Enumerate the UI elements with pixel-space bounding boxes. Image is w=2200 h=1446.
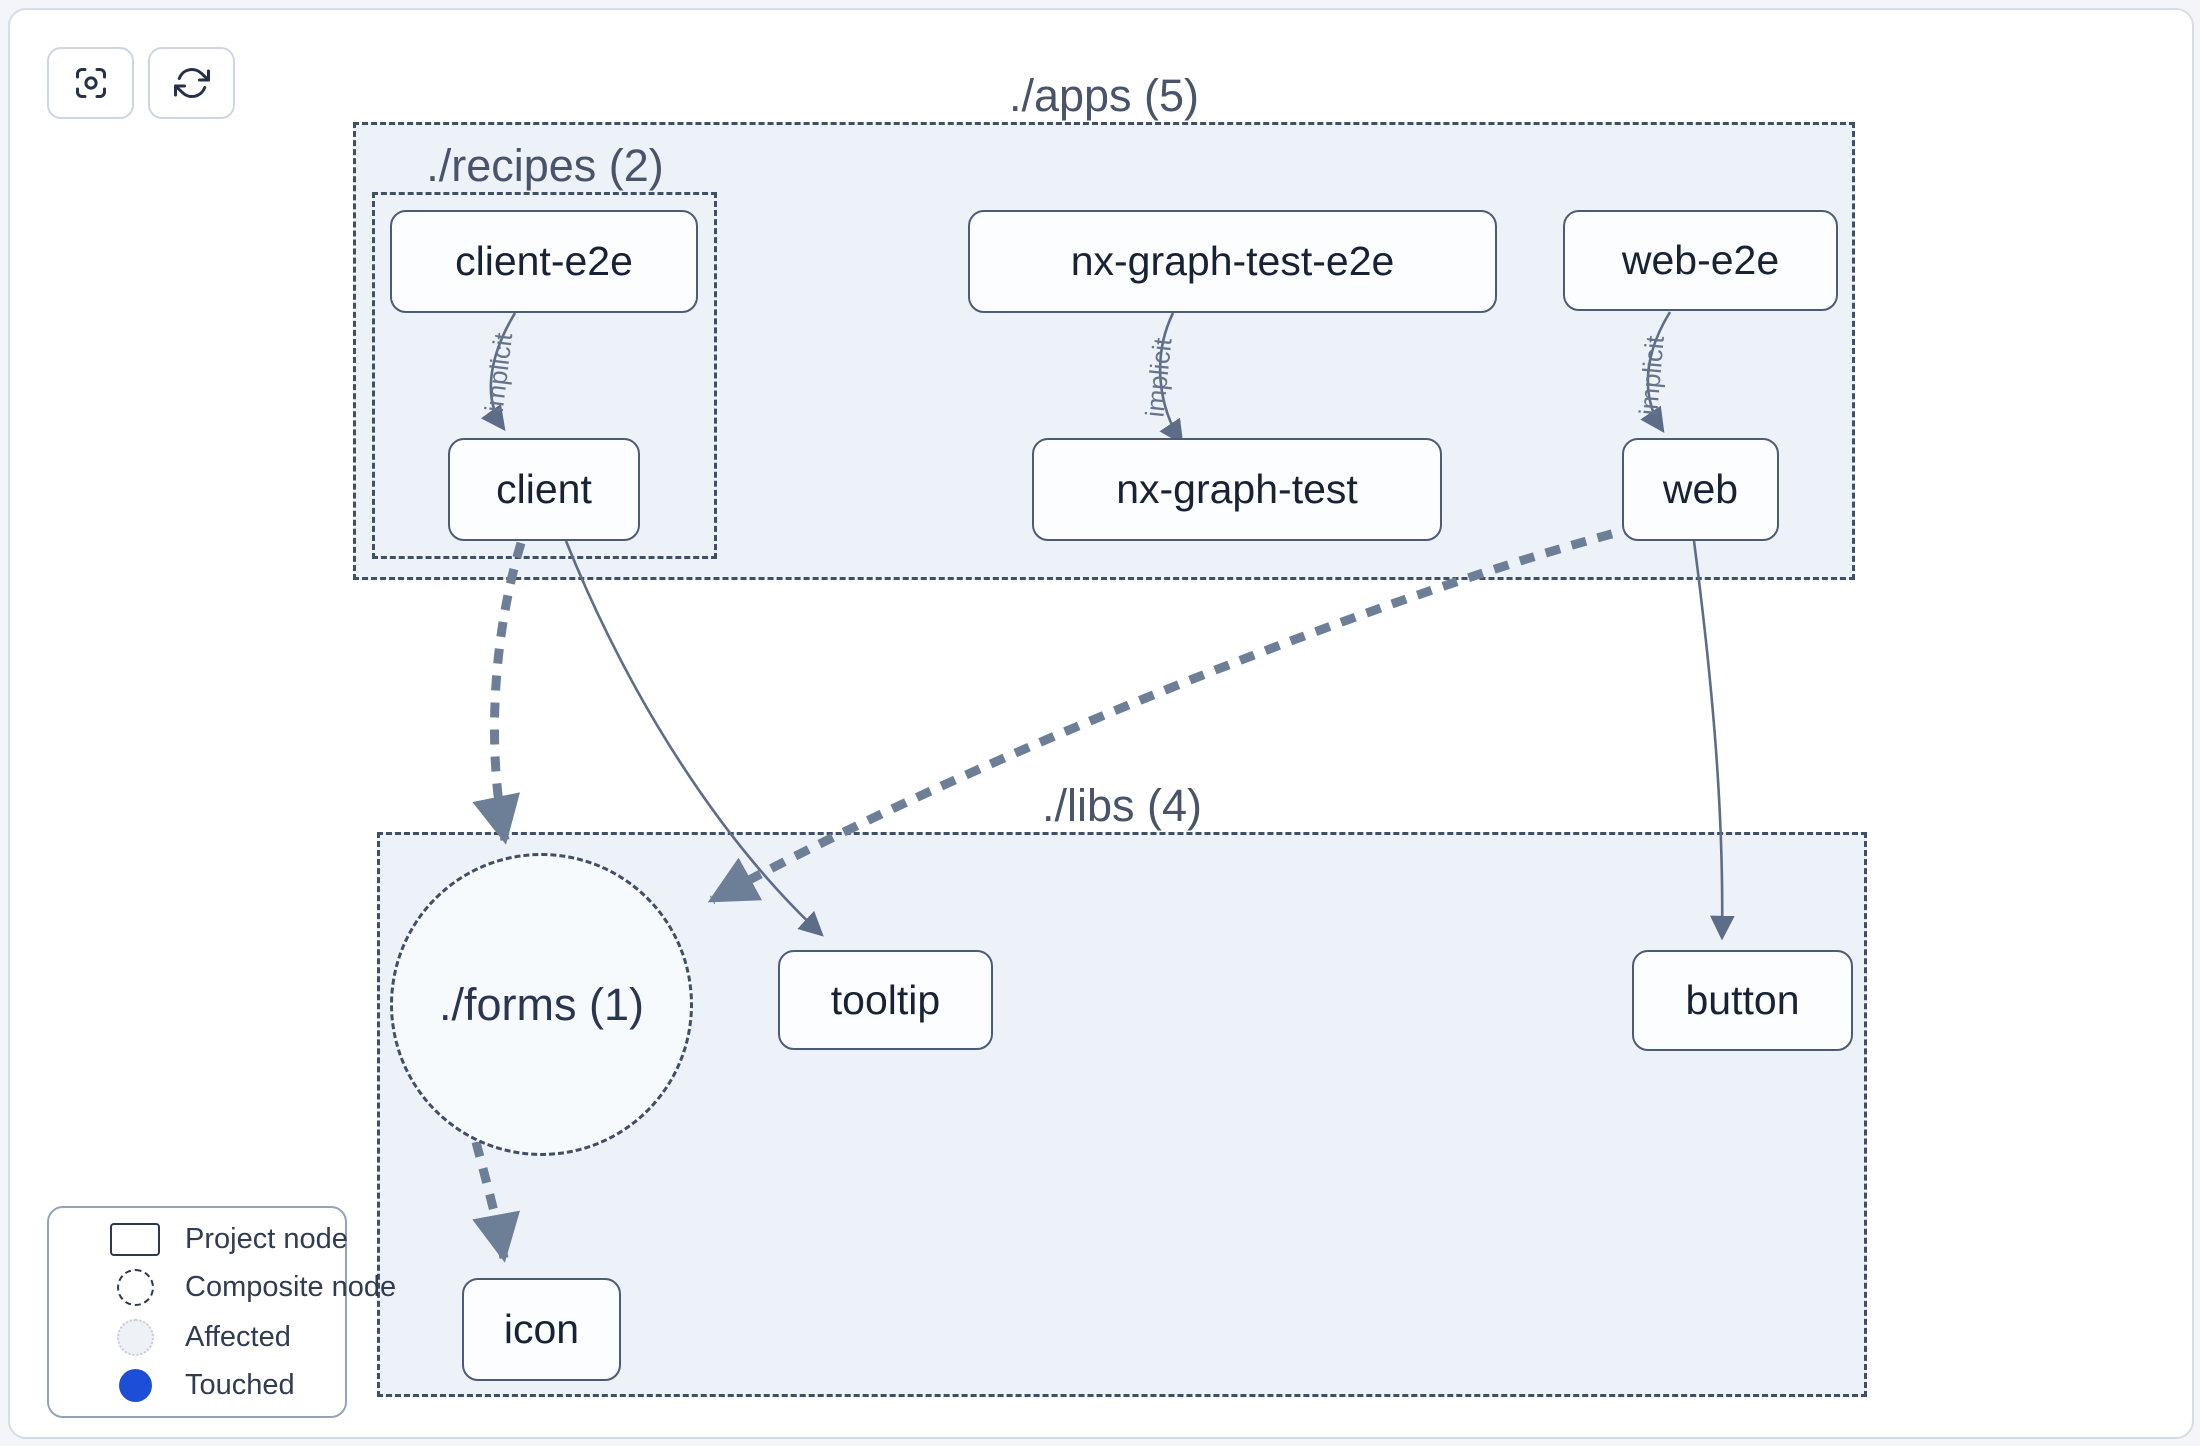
focus-button[interactable]	[47, 47, 134, 119]
container-apps-label[interactable]: ./apps (5)	[1008, 70, 1200, 121]
touched-swatch	[118, 1368, 152, 1402]
edge-forms-icon[interactable]	[471, 1140, 520, 1263]
edge-nx-graph-test-e2e-nx-graph-test[interactable]	[1158, 312, 1184, 446]
composite-node-forms[interactable]: ./forms (1)	[390, 853, 693, 1156]
legend-label: Affected	[185, 1320, 291, 1353]
node-web-e2e[interactable]: web-e2e	[1563, 210, 1838, 311]
edge-web-forms[interactable]	[707, 522, 1640, 904]
node-icon[interactable]: icon	[462, 1278, 621, 1381]
legend-label: Composite node	[185, 1270, 397, 1303]
legend-label: Touched	[185, 1368, 295, 1401]
graph-canvas[interactable]: ./apps (5) ./recipes (2) ./libs (4) ./fo…	[8, 8, 2194, 1439]
refresh-icon	[173, 68, 210, 98]
node-web[interactable]: web	[1622, 438, 1779, 541]
node-client-e2e[interactable]: client-e2e	[390, 210, 698, 313]
node-client[interactable]: client	[448, 438, 640, 541]
focus-icon	[75, 68, 106, 98]
affected-swatch	[116, 1318, 154, 1356]
edges-layer	[471, 311, 1735, 1263]
edge-web-e2e-web[interactable]	[1640, 311, 1672, 434]
edge-client-forms[interactable]	[472, 541, 526, 845]
edge-client-e2e-client[interactable]	[480, 312, 517, 431]
edge-client-tooltip[interactable]	[564, 540, 824, 937]
legend-item-touched: Touched	[49, 1368, 345, 1402]
refresh-button[interactable]	[148, 47, 235, 119]
node-nx-graph-test-e2e[interactable]: nx-graph-test-e2e	[968, 210, 1497, 313]
legend-label: Project node	[185, 1222, 348, 1255]
node-tooltip[interactable]: tooltip	[778, 950, 993, 1050]
legend-item-affected: Affected	[49, 1318, 345, 1356]
composite-node-swatch	[116, 1268, 154, 1306]
node-nx-graph-test[interactable]: nx-graph-test	[1032, 438, 1442, 541]
container-libs-label[interactable]: ./libs (4)	[1041, 780, 1203, 831]
node-button[interactable]: button	[1632, 950, 1853, 1051]
legend-item-project-node: Project node	[49, 1222, 348, 1256]
legend-item-composite-node: Composite node	[49, 1268, 396, 1306]
legend: Project node Composite node Affected Tou…	[47, 1206, 396, 1418]
edge-web-button[interactable]	[1692, 540, 1735, 941]
project-node-swatch	[110, 1222, 160, 1256]
container-recipes[interactable]	[372, 192, 717, 559]
container-recipes-label[interactable]: ./recipes (2)	[426, 140, 664, 191]
